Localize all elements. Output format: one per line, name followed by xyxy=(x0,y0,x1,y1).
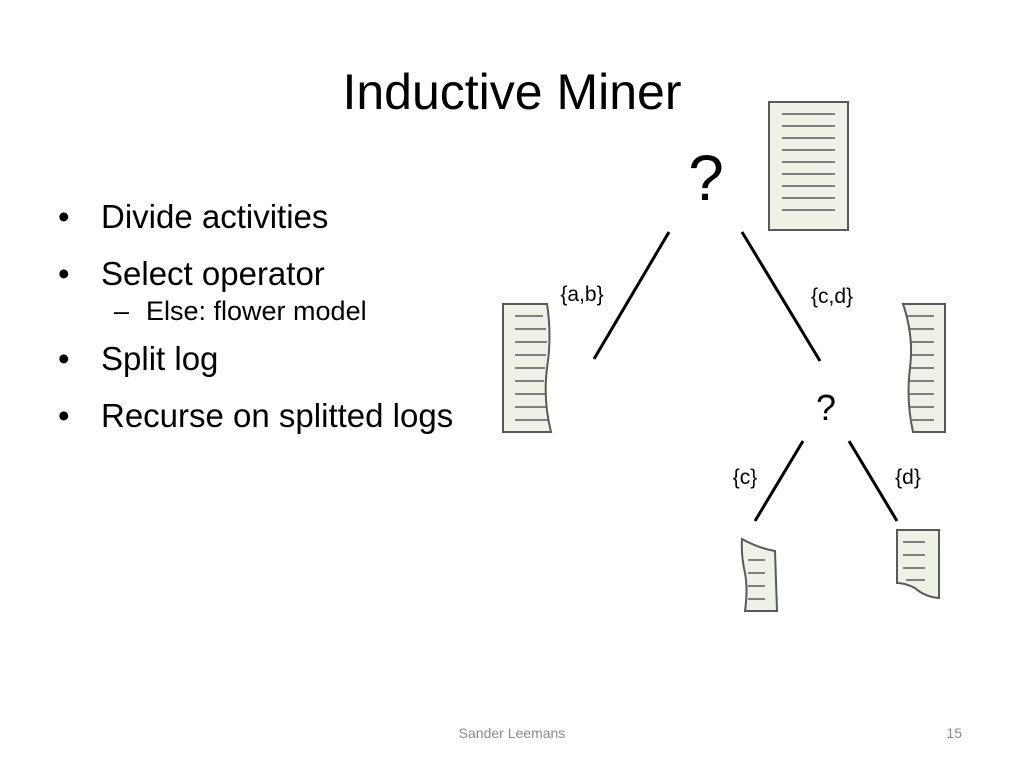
log-d-icon xyxy=(896,529,940,600)
bullet-glyph: • xyxy=(58,340,70,377)
log-cd-icon xyxy=(901,303,946,433)
bullet-item: • Divide activities xyxy=(58,188,453,245)
edge-root-right xyxy=(740,231,822,362)
child-node-label: ? xyxy=(816,387,836,428)
edge-child-right xyxy=(847,440,899,522)
root-node-label: ? xyxy=(688,142,724,214)
bullet-glyph: • xyxy=(58,397,70,434)
edge-root-left xyxy=(592,231,671,360)
log-ab-icon xyxy=(502,303,553,433)
bullet-text: Divide activities xyxy=(101,198,329,235)
bullet-text: Split log xyxy=(101,340,219,377)
bullet-item: • Split log xyxy=(58,330,453,387)
bullet-text: Recurse on splitted logs xyxy=(101,397,454,434)
log-c-icon xyxy=(740,537,779,612)
page-number: 15 xyxy=(946,725,962,741)
edge-label-cd: {c,d} xyxy=(811,285,853,308)
sub-bullet-item: –Else: flower model xyxy=(58,292,453,330)
bullet-glyph: • xyxy=(58,198,70,235)
bullet-glyph: • xyxy=(58,255,70,292)
root-log-icon xyxy=(768,101,849,231)
edge-child-left xyxy=(753,440,805,522)
bullet-item: • Select operator xyxy=(58,245,453,302)
edge-label-c: {c} xyxy=(733,466,758,489)
slide-title: Inductive Miner xyxy=(342,64,682,120)
sub-bullet-glyph: – xyxy=(114,296,130,326)
bullet-list: • Divide activities • Select operator –Els… xyxy=(58,188,453,444)
edge-label-d: {d} xyxy=(895,466,921,489)
footer-author: Sander Leemans xyxy=(458,725,566,741)
bullet-text: Else: flower model xyxy=(146,296,367,326)
bullet-text: Select operator xyxy=(101,255,325,292)
bullet-item: • Recurse on splitted logs xyxy=(58,387,453,444)
edge-label-ab: {a,b} xyxy=(560,283,603,306)
